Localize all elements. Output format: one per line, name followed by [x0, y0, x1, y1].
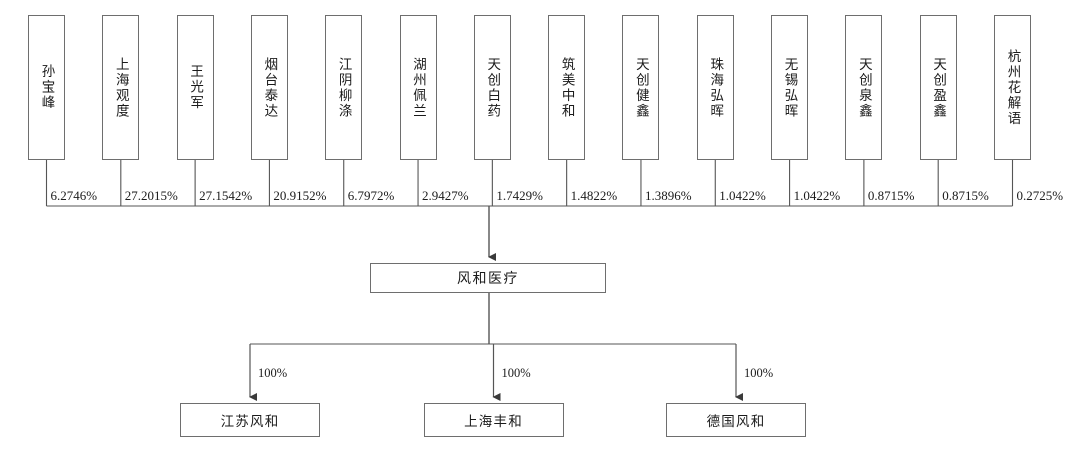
shareholder-box[interactable]: 烟台泰达 — [250, 15, 288, 160]
shareholder-box[interactable]: 江阴柳涤 — [325, 15, 363, 160]
shareholder-percent-label: 20.9152% — [273, 188, 327, 203]
parent-company-label: 风和医疗 — [457, 272, 519, 287]
shareholder-box[interactable]: 湖州佩兰 — [399, 15, 437, 160]
shareholder-box[interactable]: 珠海弘晖 — [696, 15, 734, 160]
subsidiary-box[interactable]: 德国风和 — [666, 403, 806, 437]
shareholder-label: 筑美中和 — [559, 56, 575, 119]
subsidiary-label: 江苏风和 — [220, 414, 280, 429]
shareholder-percent-label: 0.2725% — [1016, 188, 1064, 203]
shareholder-box[interactable]: 王光军 — [176, 15, 214, 160]
shareholder-label: 杭州花解语 — [1005, 48, 1021, 127]
subsidiary-label: 上海丰和 — [464, 414, 523, 429]
shareholder-percent-label: 27.2015% — [124, 188, 178, 203]
shareholder-label: 湖州佩兰 — [410, 56, 426, 119]
shareholder-percent-label: 1.4822% — [570, 188, 618, 203]
shareholder-box[interactable]: 孙宝峰 — [28, 15, 65, 160]
subsidiary-box[interactable]: 江苏风和 — [180, 403, 320, 437]
shareholder-label: 天创白药 — [485, 56, 501, 119]
shareholder-box[interactable]: 筑美中和 — [548, 15, 586, 160]
shareholder-label: 烟台泰达 — [262, 56, 278, 119]
shareholder-box[interactable]: 天创健鑫 — [622, 15, 660, 160]
shareholder-percent-label: 0.8715% — [867, 188, 915, 203]
shareholder-percent-label: 1.0422% — [793, 188, 841, 203]
shareholder-box[interactable]: 天创盈鑫 — [919, 15, 957, 160]
shareholder-box[interactable]: 天创白药 — [473, 15, 511, 160]
shareholder-percent-label: 1.3896% — [644, 188, 692, 203]
subsidiary-label: 德国风和 — [706, 414, 766, 429]
shareholder-percent-label: 1.7429% — [496, 188, 543, 203]
shareholder-label: 孙宝峰 — [39, 64, 55, 111]
shareholder-label: 天创泉鑫 — [856, 56, 872, 119]
shareholder-box[interactable]: 无锡弘晖 — [771, 15, 809, 160]
shareholder-percent-label: 1.0422% — [719, 188, 766, 203]
shareholder-percent-label: 27.1542% — [199, 188, 253, 203]
parent-company-box[interactable]: 风和医疗 — [370, 263, 606, 293]
shareholder-label: 王光军 — [188, 64, 204, 111]
subsidiary-percent-label: 100% — [501, 366, 531, 380]
shareholder-percent-label: 0.8715% — [942, 188, 989, 203]
subsidiary-box[interactable]: 上海丰和 — [423, 403, 564, 437]
shareholder-box[interactable]: 天创泉鑫 — [845, 15, 883, 160]
shareholder-label: 江阴柳涤 — [336, 56, 352, 119]
shareholder-percent-label: 2.9427% — [422, 188, 469, 203]
subsidiary-percent-label: 100% — [744, 366, 774, 380]
shareholder-label: 天创盈鑫 — [931, 56, 947, 119]
shareholder-percent-label: 6.2746% — [50, 188, 98, 203]
shareholder-percent-label: 6.7972% — [347, 188, 395, 203]
shareholder-label: 天创健鑫 — [633, 56, 649, 119]
shareholder-label: 珠海弘晖 — [708, 56, 724, 119]
shareholder-box[interactable]: 杭州花解语 — [994, 15, 1031, 160]
shareholder-box[interactable]: 上海观度 — [102, 15, 140, 160]
subsidiary-percent-label: 100% — [258, 366, 288, 380]
shareholder-label: 无锡弘晖 — [782, 56, 798, 119]
shareholder-label: 上海观度 — [113, 56, 129, 119]
